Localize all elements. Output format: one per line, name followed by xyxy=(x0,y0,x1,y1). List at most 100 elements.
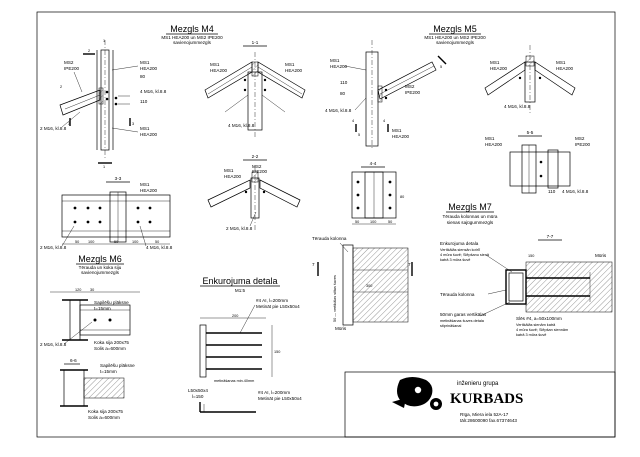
anchor-rebar-1b: Metināt pie L50x50x4 xyxy=(256,304,300,309)
m5-ms1: MS1 xyxy=(330,58,340,63)
sec77-masonry xyxy=(525,261,613,313)
sec33-dim-2: 100 xyxy=(88,240,94,244)
sec55-ipe200: IPE200 xyxy=(575,142,591,147)
m5-mark-5-bottom: 5 xyxy=(358,133,360,137)
sec77-weld-3: 4 mūra šuvē; Slēpšan siennām xyxy=(516,328,568,332)
sec55-ms2: MS2 xyxy=(575,136,585,141)
m6-plate-t: t=15mm xyxy=(94,306,111,311)
sec44-dim-2: 100 xyxy=(370,220,376,224)
m7-subtitle-2: sienas sajūgummezgls xyxy=(447,220,494,225)
sec77-wall-label: Mūris xyxy=(595,253,607,258)
sec55-bolts: 4 M16, kl.8.8 xyxy=(562,189,589,194)
sec33-bolts-left: 2 M16, kl.8.8 xyxy=(40,245,67,250)
sec22-ms2: MS2 xyxy=(252,164,262,169)
sheet-border xyxy=(36,11,616,438)
m7-column xyxy=(342,244,354,326)
section-2-2: 2-2 MS2 IPE200 MS1 HEA200 2 M16, kl.8.8 xyxy=(207,154,301,232)
m6-beam-2: Koka sija 200x75 xyxy=(88,409,123,414)
m7-masonry xyxy=(352,247,409,323)
m5-title: Mezgls M5 xyxy=(433,24,477,34)
detail-m4: Mezgls M4 MS1 HEA200 un MS2 IPE200 savie… xyxy=(40,24,223,169)
sec77-label: 7-7 xyxy=(547,234,554,239)
title-group: inženieru grupa xyxy=(457,381,499,387)
sec33-ms1: MS1 xyxy=(140,182,150,187)
m4-mark-2-left: 2 xyxy=(60,85,62,89)
m5-ms2: MS2 xyxy=(405,84,415,89)
m5-side-ms1-right: MS1 xyxy=(556,60,566,65)
sec55-ms1: MS1 xyxy=(485,136,495,141)
section-5-5: 5-5 MS1 HEA200 MS2 IPE200 110 4 M16, kl.… xyxy=(485,130,591,194)
m6-sec66: 6-6 xyxy=(70,358,77,363)
m4-mark-3-left: 3 xyxy=(68,122,70,126)
sec11-ms1-left: MS1 xyxy=(210,62,220,67)
sec11-label: 1-1 xyxy=(252,40,259,45)
m6-title: Mezgls M6 xyxy=(78,254,122,264)
m4-title: Mezgls M4 xyxy=(170,24,214,34)
m5-mark-4-left: 4 xyxy=(352,119,354,123)
m6-timber xyxy=(79,304,131,336)
m5-ipe200: IPE200 xyxy=(405,90,421,95)
anchor-length: l=150 xyxy=(192,394,204,399)
sec22-label: 2-2 xyxy=(252,154,259,159)
m4-mark-1-bottom: 1 xyxy=(103,165,105,169)
sec11-hea200-right: HEA200 xyxy=(285,68,303,73)
detail-m5-side: MS1 HEA200 MS1 HEA200 4 M16, kl.8.8 xyxy=(484,45,576,115)
m4-ms1-label-top: MS1 xyxy=(140,60,150,65)
sec22-ms1: MS1 xyxy=(224,168,234,173)
m5-mark-4-right: 4 xyxy=(383,119,385,123)
sec44-dim-v: 80 xyxy=(400,195,404,199)
m6-plate: Sapilēšu plāksne xyxy=(94,300,129,305)
sec77-column-label: Tērauda kolonna xyxy=(440,292,475,297)
m7-mark-7-left: 7 xyxy=(312,262,315,267)
sec11-hea200-left: HEA200 xyxy=(210,68,228,73)
kurbads-logo xyxy=(392,377,442,410)
sec22-bolts: 2 M16, kl.8.8 xyxy=(226,226,253,231)
m7-column-label: Tērauda kolonna xyxy=(312,236,347,241)
m6-bolts: 2 M16, kl.8.8 xyxy=(40,342,67,347)
m4-mark-1-top: 1 xyxy=(103,39,105,43)
m5-side-hea200-right: HEA200 xyxy=(556,66,574,71)
detail-m6: Mezgls M6 Tērauda un koka siju savienoju… xyxy=(40,254,140,420)
sec77-weld-2: Vertikālās sienām katrā xyxy=(516,323,556,327)
sec77-anchor-2: Vertikālās siensān kotrīī xyxy=(440,248,481,252)
m6-plate-2-t: t=15mm xyxy=(100,369,117,374)
sec77-anchor-3: 4 mūra šuvē; Slēpšanu sienā xyxy=(440,253,490,257)
m4-ipe200-label: IPE200 xyxy=(64,66,80,71)
m6-subtitle-2: savienojummezgls xyxy=(81,270,119,275)
sec44-label: 4-4 xyxy=(370,161,377,166)
m5-dim-110: 110 xyxy=(340,80,348,85)
anchor-angle: L50x50x4 xyxy=(188,388,208,393)
m6-step: Solis a=600mm xyxy=(94,346,126,351)
m4-mark-3-right: 3 xyxy=(132,122,134,126)
sec77-anchor-1: Enkurojuma detala xyxy=(440,241,479,246)
m6-step-2: Solis a=600mm xyxy=(88,415,120,420)
anchor-dim-150: 150 xyxy=(274,350,280,354)
sec33-hea200: HEA200 xyxy=(140,188,158,193)
sec33-label: 3-3 xyxy=(115,176,122,181)
sec11-ms1-right: MS1 xyxy=(285,62,295,67)
m6-dim-120: 120 xyxy=(75,288,81,292)
sec77-plates-1: 50mm garas vertikālas xyxy=(440,312,487,317)
sec77-weld-4: katrā 3 mūra šuvē xyxy=(516,333,546,337)
anchor-rebar-2b: Metināt pie L50x50x4 xyxy=(258,396,302,401)
m5-side-ms1: MS1 xyxy=(490,60,500,65)
sec55-hea200: HEA200 xyxy=(485,142,503,147)
m5-side-hea200: HEA200 xyxy=(490,66,508,71)
title-phone: tālr.28600090 fax.67374643 xyxy=(460,418,517,423)
m4-ms1-label-bottom: MS1 xyxy=(140,126,150,131)
m4-subtitle-1: MS1 HEA200 un MS2 IPE200 xyxy=(161,35,223,40)
sec55-label: 5-5 xyxy=(527,130,534,135)
anchor-rebar-2: #4 AI, l=200mm xyxy=(258,390,290,395)
section-3-3: 3-3 MS1 HEA200 50 100 50 100 50 2 M16, k… xyxy=(40,176,173,250)
sec33-bolts-right: 4 M16, kl.8.8 xyxy=(146,245,173,250)
m7-mark-7-right: 7 xyxy=(408,262,411,267)
anchor-title: Enkurojuma detala xyxy=(202,276,277,286)
m7-steel-note: 50 — vertikālas siltas šuves xyxy=(333,275,337,322)
sec55-dim-110: 110 xyxy=(548,189,556,194)
m6-plate-2: Sapilēšu plāksne xyxy=(100,363,135,368)
m6-dim-30: 30 xyxy=(90,288,94,292)
section-1-1: 1-1 MS1 HEA200 MS1 HEA200 4 M16, kl.8.8 xyxy=(204,40,306,138)
sec33-dim-1: 50 xyxy=(75,240,79,244)
detail-anchor: Enkurojuma detala M1:5 200 150 #4 AI, l=… xyxy=(188,276,302,413)
